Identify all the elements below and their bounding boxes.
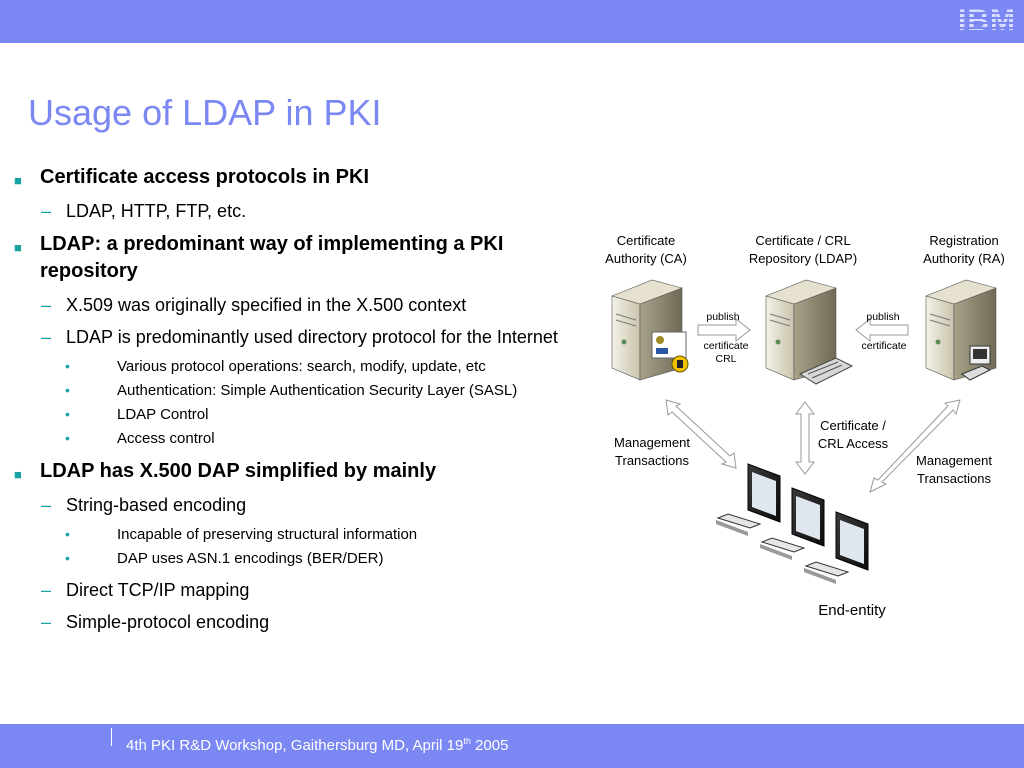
ca-label-line: Authority (CA) <box>605 251 687 266</box>
publish-left-items: certificate CRL <box>698 340 754 366</box>
access-label: Certificate / CRL Access <box>808 417 898 453</box>
footer-divider <box>111 728 112 746</box>
repository-server-icon <box>765 279 854 385</box>
dash-bullet-icon: – <box>41 580 52 600</box>
dot-bullet-icon: • <box>65 382 70 398</box>
bullet-text: LDAP has X.500 DAP simplified by mainly <box>40 460 437 482</box>
repository-label-line: Certificate / CRL <box>755 233 851 248</box>
bullet-text: LDAP Control <box>117 406 209 423</box>
slide-title: Usage of LDAP in PKI <box>28 92 382 133</box>
footer-text: 4th PKI R&D Workshop, Gaithersburg MD, A… <box>126 736 508 754</box>
management-label-line: Transactions <box>615 453 689 468</box>
bullet-level3: • Incapable of preserving structural info… <box>14 525 579 544</box>
ra-label-line: Registration <box>929 233 999 248</box>
management-right-label: Management Transactions <box>906 452 1002 488</box>
footer-text-main: 4th PKI R&D Workshop, Gaithersburg MD, A… <box>126 737 464 754</box>
dash-bullet-icon: – <box>41 327 52 347</box>
footer-bar: 4th PKI R&D Workshop, Gaithersburg MD, A… <box>0 724 1024 768</box>
publish-item: certificate <box>703 340 749 352</box>
repository-label: Certificate / CRL Repository (LDAP) <box>738 232 868 268</box>
bullet-text: Simple-protocol encoding <box>66 612 270 632</box>
bullet-text: Various protocol operations: search, mod… <box>117 358 486 375</box>
square-bullet-icon: ■ <box>14 467 22 482</box>
end-entity-label: End-entity <box>818 602 886 619</box>
end-entity-workstations-icon <box>716 463 869 584</box>
management-label-line: Transactions <box>917 471 991 486</box>
management-arrow-right <box>869 399 961 493</box>
publish-right-label: publish <box>866 311 900 323</box>
ibm-logo: IBM <box>958 4 1016 37</box>
bullet-text: LDAP is predominantly used directory pro… <box>66 327 558 347</box>
bullet-level3: • Access control <box>14 429 579 448</box>
dot-bullet-icon: • <box>65 430 70 446</box>
ra-server-icon <box>925 279 997 381</box>
header-bar: IBM <box>0 0 1024 43</box>
management-arrow-left <box>665 399 737 469</box>
bullet-text: String-based encoding <box>66 495 247 515</box>
dash-bullet-icon: – <box>41 201 52 221</box>
management-left-label: Management Transactions <box>604 434 700 470</box>
bullet-text: DAP uses ASN.1 encodings (BER/DER) <box>117 550 384 567</box>
dash-bullet-icon: – <box>41 495 52 515</box>
bullet-level1: ■ LDAP: a predominant way of implementing… <box>14 231 579 285</box>
footer-year: 2005 <box>470 737 509 754</box>
ra-label: Registration Authority (RA) <box>918 232 1010 268</box>
management-label-line: Management <box>916 453 992 468</box>
publish-right-item: certificate <box>861 340 907 352</box>
bullet-text: LDAP, HTTP, FTP, etc. <box>66 201 247 221</box>
dot-bullet-icon: • <box>65 526 70 542</box>
bullet-level3: • Various protocol operations: search, mo… <box>14 357 579 376</box>
bullet-level3: • LDAP Control <box>14 405 579 424</box>
publish-arrow-left <box>697 317 751 343</box>
bullet-text: Certificate access protocols in PKI <box>40 166 370 188</box>
dash-bullet-icon: – <box>41 295 52 315</box>
access-arrow <box>795 401 815 475</box>
footer-superscript: th <box>463 736 471 746</box>
bullet-level3: • Authentication: Simple Authentication S… <box>14 381 579 400</box>
pki-ldap-diagram: Certificate Authority (CA) Certificate /… <box>590 228 1024 628</box>
bullet-level2: –LDAP is predominantly used directory pr… <box>14 325 579 349</box>
dot-bullet-icon: • <box>65 406 70 422</box>
square-bullet-icon: ■ <box>14 240 22 255</box>
publish-left-label: publish <box>706 311 740 323</box>
bullet-text: Access control <box>117 430 215 447</box>
bullet-text: LDAP: a predominant way of implementing … <box>40 233 504 282</box>
dot-bullet-icon: • <box>65 358 70 374</box>
diagram-graphics <box>611 279 997 584</box>
bullet-text: Authentication: Simple Authentication Se… <box>117 382 518 399</box>
ra-label-line: Authority (RA) <box>923 251 1005 266</box>
access-label-line: Certificate / <box>820 418 886 433</box>
certificate-icon <box>651 331 687 359</box>
dot-bullet-icon: • <box>65 550 70 566</box>
dash-bullet-icon: – <box>41 612 52 632</box>
access-label-line: CRL Access <box>817 436 889 451</box>
bullet-level1: ■ LDAP has X.500 DAP simplified by mainly <box>14 458 579 485</box>
bullet-level2: –LDAP, HTTP, FTP, etc. <box>14 199 579 223</box>
bullet-text: Direct TCP/IP mapping <box>66 580 250 600</box>
repository-label-line: Repository (LDAP) <box>748 251 858 266</box>
ca-label: Certificate Authority (CA) <box>602 232 690 268</box>
ca-server-icon <box>611 279 689 381</box>
bullet-text: Incapable of preserving structural infor… <box>117 526 418 543</box>
bullet-list: ■Certificate access protocols in PKI –LD… <box>14 164 579 642</box>
management-label-line: Management <box>614 435 690 450</box>
bullet-level1: ■ Certificate access protocols in PKI <box>14 164 579 191</box>
square-bullet-icon: ■ <box>14 173 22 188</box>
publish-item: CRL <box>715 353 737 365</box>
bullet-level3: • DAP uses ASN.1 encodings (BER/DER) <box>14 549 579 568</box>
bullet-level2: –X.509 was originally specified in the X… <box>14 293 579 317</box>
bullet-text: X.509 was originally specified in the X.… <box>66 295 467 315</box>
bullet-level2: –Simple-protocol encoding <box>14 610 579 634</box>
bullet-level2: –Direct TCP/IP mapping <box>14 578 579 602</box>
publish-arrow-right <box>855 317 909 343</box>
bullet-level2: –String-based encoding <box>14 493 579 517</box>
ca-label-line: Certificate <box>616 233 676 248</box>
